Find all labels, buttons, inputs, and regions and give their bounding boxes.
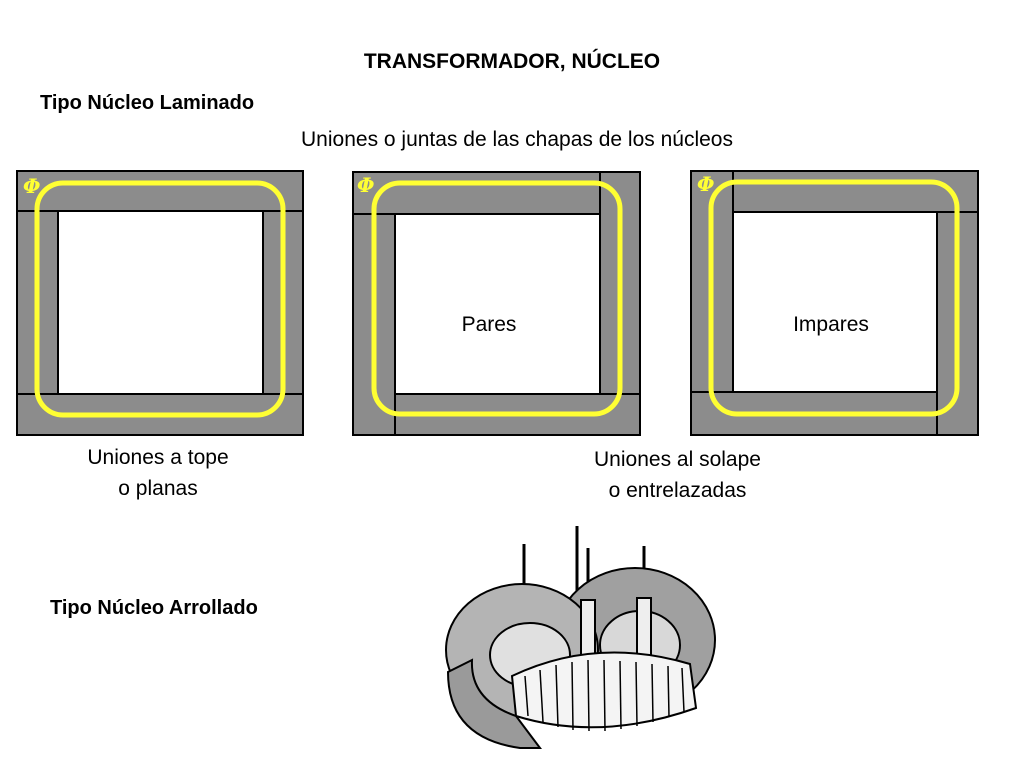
core-overlap-even <box>352 171 641 436</box>
core3-window <box>732 211 938 393</box>
core1-top-yoke <box>16 170 304 212</box>
core1-flux-path <box>34 180 286 418</box>
core1-flux-symbol: Φ <box>23 174 41 198</box>
laminated-core-heading: Tipo Núcleo Laminado <box>40 92 255 114</box>
butt-joint-caption: Uniones a tope o planas <box>38 442 278 504</box>
butt-joint-caption-line2: o planas <box>118 477 198 500</box>
core1-window <box>57 210 264 395</box>
page-title: TRANSFORMADOR, NÚCLEO <box>363 50 661 73</box>
core-ring-front <box>446 658 542 749</box>
core3-flux-symbol: Φ <box>697 172 715 196</box>
core3-flux-path <box>708 179 960 417</box>
overlap-joint-caption: Uniones al solape o entrelazadas <box>560 444 795 506</box>
core-butt-joints <box>16 170 304 436</box>
core-overlap-odd <box>690 170 979 436</box>
overlap-joint-caption-line1: Uniones al solape <box>594 448 761 471</box>
core2-window <box>394 213 601 395</box>
wound-core-illustration <box>445 526 716 749</box>
overlap-joint-caption-line2: o entrelazadas <box>608 479 747 502</box>
core2-flux-symbol: Φ <box>357 173 375 197</box>
winding-turns <box>524 659 685 732</box>
wound-core-heading: Tipo Núcleo Arrollado <box>50 597 258 619</box>
core2-flux-path <box>371 180 623 417</box>
label-even: Pares <box>462 313 517 336</box>
joints-subtitle: Uniones o juntas de las chapas de los nú… <box>301 128 733 151</box>
label-odd: Impares <box>793 313 869 336</box>
butt-joint-caption-line1: Uniones a tope <box>87 446 229 469</box>
